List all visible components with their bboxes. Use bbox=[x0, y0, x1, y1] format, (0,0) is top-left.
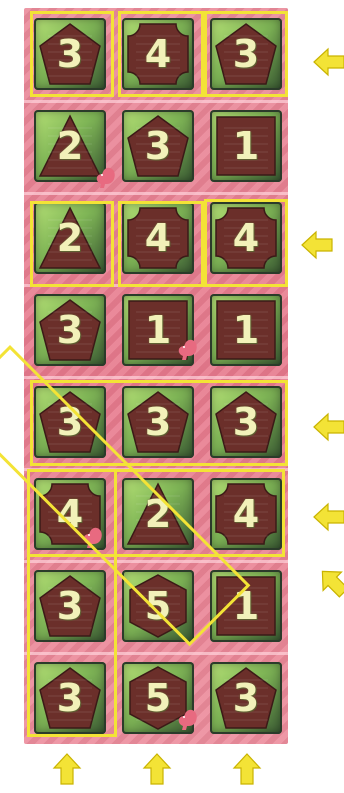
row-divider bbox=[24, 468, 288, 471]
board-cell[interactable]: 4 bbox=[122, 18, 194, 90]
cell-number: 1 bbox=[210, 294, 282, 366]
board-cell[interactable]: 3 bbox=[210, 386, 282, 458]
squirrel-icon bbox=[174, 338, 200, 364]
board-cell[interactable]: 1 bbox=[210, 570, 282, 642]
board-cell[interactable]: 3 bbox=[122, 110, 194, 182]
up-arrow-col2[interactable] bbox=[140, 752, 174, 786]
cell-number: 1 bbox=[210, 110, 282, 182]
cell-number: 3 bbox=[122, 110, 194, 182]
up-arrow-col3[interactable] bbox=[230, 752, 264, 786]
cell-number: 3 bbox=[34, 18, 106, 90]
board-cell[interactable]: 3 bbox=[34, 570, 106, 642]
cell-number: 4 bbox=[210, 478, 282, 550]
cell-number: 5 bbox=[122, 570, 194, 642]
left-arrow-row1[interactable] bbox=[312, 45, 344, 79]
board-cell[interactable]: 2 bbox=[34, 202, 106, 274]
board-cell[interactable]: 3 bbox=[34, 294, 106, 366]
row-divider bbox=[24, 560, 288, 563]
cell-number: 3 bbox=[34, 570, 106, 642]
cell-number: 2 bbox=[34, 202, 106, 274]
squirrel-icon bbox=[92, 166, 118, 192]
row-divider bbox=[24, 100, 288, 103]
diagonal-arrow[interactable] bbox=[316, 565, 344, 599]
cell-number: 4 bbox=[210, 202, 282, 274]
board-cell[interactable]: 1 bbox=[210, 294, 282, 366]
cell-number: 3 bbox=[210, 662, 282, 734]
cell-number: 3 bbox=[210, 386, 282, 458]
left-arrow-row5[interactable] bbox=[312, 410, 344, 444]
board-cell[interactable]: 1 bbox=[210, 110, 282, 182]
board-cell[interactable]: 5 bbox=[122, 570, 194, 642]
cell-number: 3 bbox=[210, 18, 282, 90]
cell-number: 4 bbox=[122, 202, 194, 274]
row-divider bbox=[24, 376, 288, 379]
board-cell[interactable]: 4 bbox=[210, 478, 282, 550]
left-arrow-row3[interactable] bbox=[300, 228, 334, 262]
squirrel-icon bbox=[79, 526, 105, 552]
squirrel-icon bbox=[174, 708, 200, 734]
left-arrow-row6[interactable] bbox=[312, 500, 344, 534]
row-divider bbox=[24, 652, 288, 655]
board-cell[interactable]: 2 bbox=[122, 478, 194, 550]
cell-number: 2 bbox=[122, 478, 194, 550]
board-cell[interactable]: 3 bbox=[34, 18, 106, 90]
board-cell[interactable]: 3 bbox=[210, 662, 282, 734]
cell-number: 3 bbox=[34, 662, 106, 734]
board-cell[interactable]: 3 bbox=[122, 386, 194, 458]
board-cell[interactable]: 4 bbox=[210, 202, 282, 274]
row-divider bbox=[24, 284, 288, 287]
row-divider bbox=[24, 192, 288, 195]
up-arrow-col1[interactable] bbox=[50, 752, 84, 786]
cell-number: 3 bbox=[34, 294, 106, 366]
board-cell[interactable]: 3 bbox=[34, 662, 106, 734]
board-cell[interactable]: 3 bbox=[210, 18, 282, 90]
cell-number: 3 bbox=[122, 386, 194, 458]
board-cell[interactable]: 4 bbox=[122, 202, 194, 274]
cell-number: 4 bbox=[122, 18, 194, 90]
cell-number: 3 bbox=[34, 386, 106, 458]
cell-number: 1 bbox=[210, 570, 282, 642]
board-cell[interactable]: 3 bbox=[34, 386, 106, 458]
